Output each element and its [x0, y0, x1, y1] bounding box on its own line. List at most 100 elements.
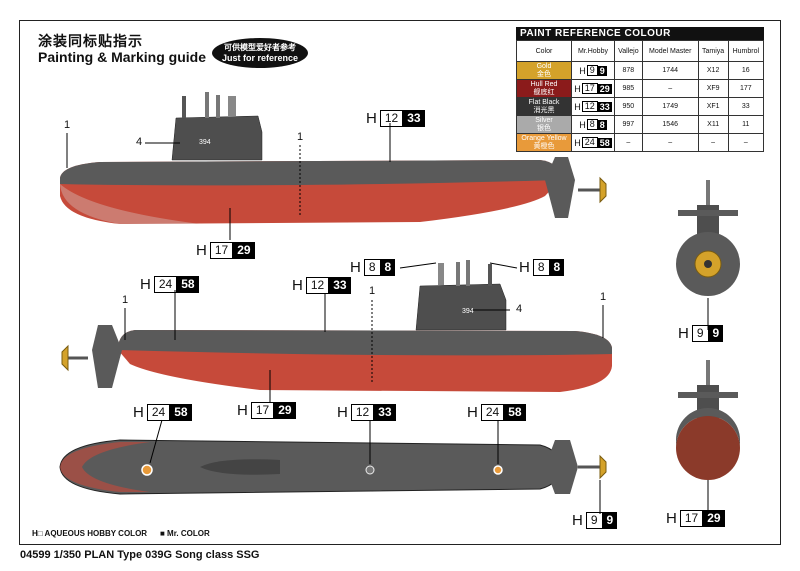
h-prefix: H [579, 119, 586, 130]
hull-plan-bow-red [60, 442, 150, 492]
title-english: Painting & Marking guide [38, 49, 207, 65]
front-hub [704, 260, 712, 268]
leader-mid-mast-right [489, 262, 518, 269]
front-planes [678, 210, 738, 216]
mast-top-4 [228, 96, 236, 116]
rear-planes [678, 392, 738, 398]
h-black: 58 [597, 137, 612, 148]
mast-top-2 [205, 92, 209, 118]
propeller-top [599, 176, 607, 204]
hull-number-mid: 394 [462, 308, 474, 315]
callout-1-top-mid: 1 [297, 131, 304, 143]
paint-table-heading: PAINT REFERENCE COLOUR [516, 27, 764, 40]
hull-mid-deck [118, 330, 612, 356]
hatch-plan-mid [365, 465, 375, 475]
callout-4-top: 4 [136, 136, 143, 148]
reference-badge: 可供模型爱好者参考 Just for reference [212, 38, 308, 68]
h-white: 24 [581, 137, 598, 148]
callout-1-mid-bow: 1 [600, 291, 607, 303]
rear-mast [706, 360, 710, 390]
front-mast [706, 180, 710, 210]
hull-number-top: 394 [199, 139, 211, 146]
h-white: 8 [586, 119, 598, 130]
rudder-plan [545, 440, 578, 494]
title-chinese: 涂装同标贴指示 [38, 34, 143, 50]
color-name-cn: 消光黑 [533, 106, 555, 114]
mast-mid-4 [488, 264, 492, 286]
hull-top-deck [60, 160, 560, 186]
col-mrhobby: Mr.Hobby [571, 40, 615, 62]
rudder-mid [92, 325, 122, 388]
badge-chinese: 可供模型爱好者参考 [224, 43, 296, 52]
mast-mid-1 [438, 263, 444, 285]
h-white: 17 [581, 83, 598, 94]
rear-hull-upper [676, 408, 740, 448]
leader-mid-mast-left [399, 262, 437, 269]
rear-hull [676, 416, 740, 480]
legend-aqueous: H□ AQUEOUS HOBBY COLOR [32, 529, 148, 538]
color-name-cn: 舰底红 [533, 88, 555, 96]
page-frame [19, 20, 781, 545]
propeller-mid [61, 344, 69, 372]
col-model-master: Model Master [641, 40, 699, 62]
h-white: 12 [581, 101, 598, 112]
color-name-en: Hull Red [530, 80, 558, 88]
h-prefix: H [574, 137, 581, 148]
rear-view [676, 360, 740, 512]
h-white: 9 [586, 65, 598, 76]
hatch-plan-left [141, 464, 153, 476]
color-name-cn: 银色 [537, 124, 551, 132]
mast-mid-2 [456, 262, 460, 286]
h-black: 8 [597, 119, 607, 130]
col-tamiya: Tamiya [697, 40, 729, 62]
sail-mid [415, 283, 507, 331]
footer-title: 04599 1/350 PLAN Type 039G Song class SS… [20, 549, 260, 561]
leader-plan-left [149, 419, 163, 464]
sail-plan [200, 459, 280, 475]
vallejo-cell: – [614, 133, 643, 152]
callout-1-top-bow: 1 [64, 119, 71, 131]
color-name-cn: 黄橙色 [533, 142, 555, 150]
side-view-top [60, 92, 607, 240]
propeller-plan [599, 454, 607, 480]
color-name-en: Flat Black [528, 98, 560, 106]
mast-top-1 [182, 96, 186, 118]
hull-top-bow-shade [60, 184, 200, 224]
h-prefix: H [579, 65, 586, 76]
color-name-en: Silver [535, 116, 553, 124]
side-view-mid [61, 260, 612, 402]
plan-view-bottom [59, 419, 607, 514]
mast-top-3 [216, 95, 220, 118]
h-prefix: H [574, 101, 581, 112]
mast-mid-3 [466, 260, 470, 286]
callout-4-mid: 4 [516, 303, 523, 315]
badge-english: Just for reference [221, 53, 299, 63]
callout-1-mid-center: 1 [369, 285, 376, 297]
hull-plan [59, 439, 561, 495]
color-name-en: Gold [536, 62, 552, 70]
humbrol-cell: – [727, 133, 765, 152]
front-view [676, 180, 740, 330]
h-black: 29 [597, 83, 612, 94]
